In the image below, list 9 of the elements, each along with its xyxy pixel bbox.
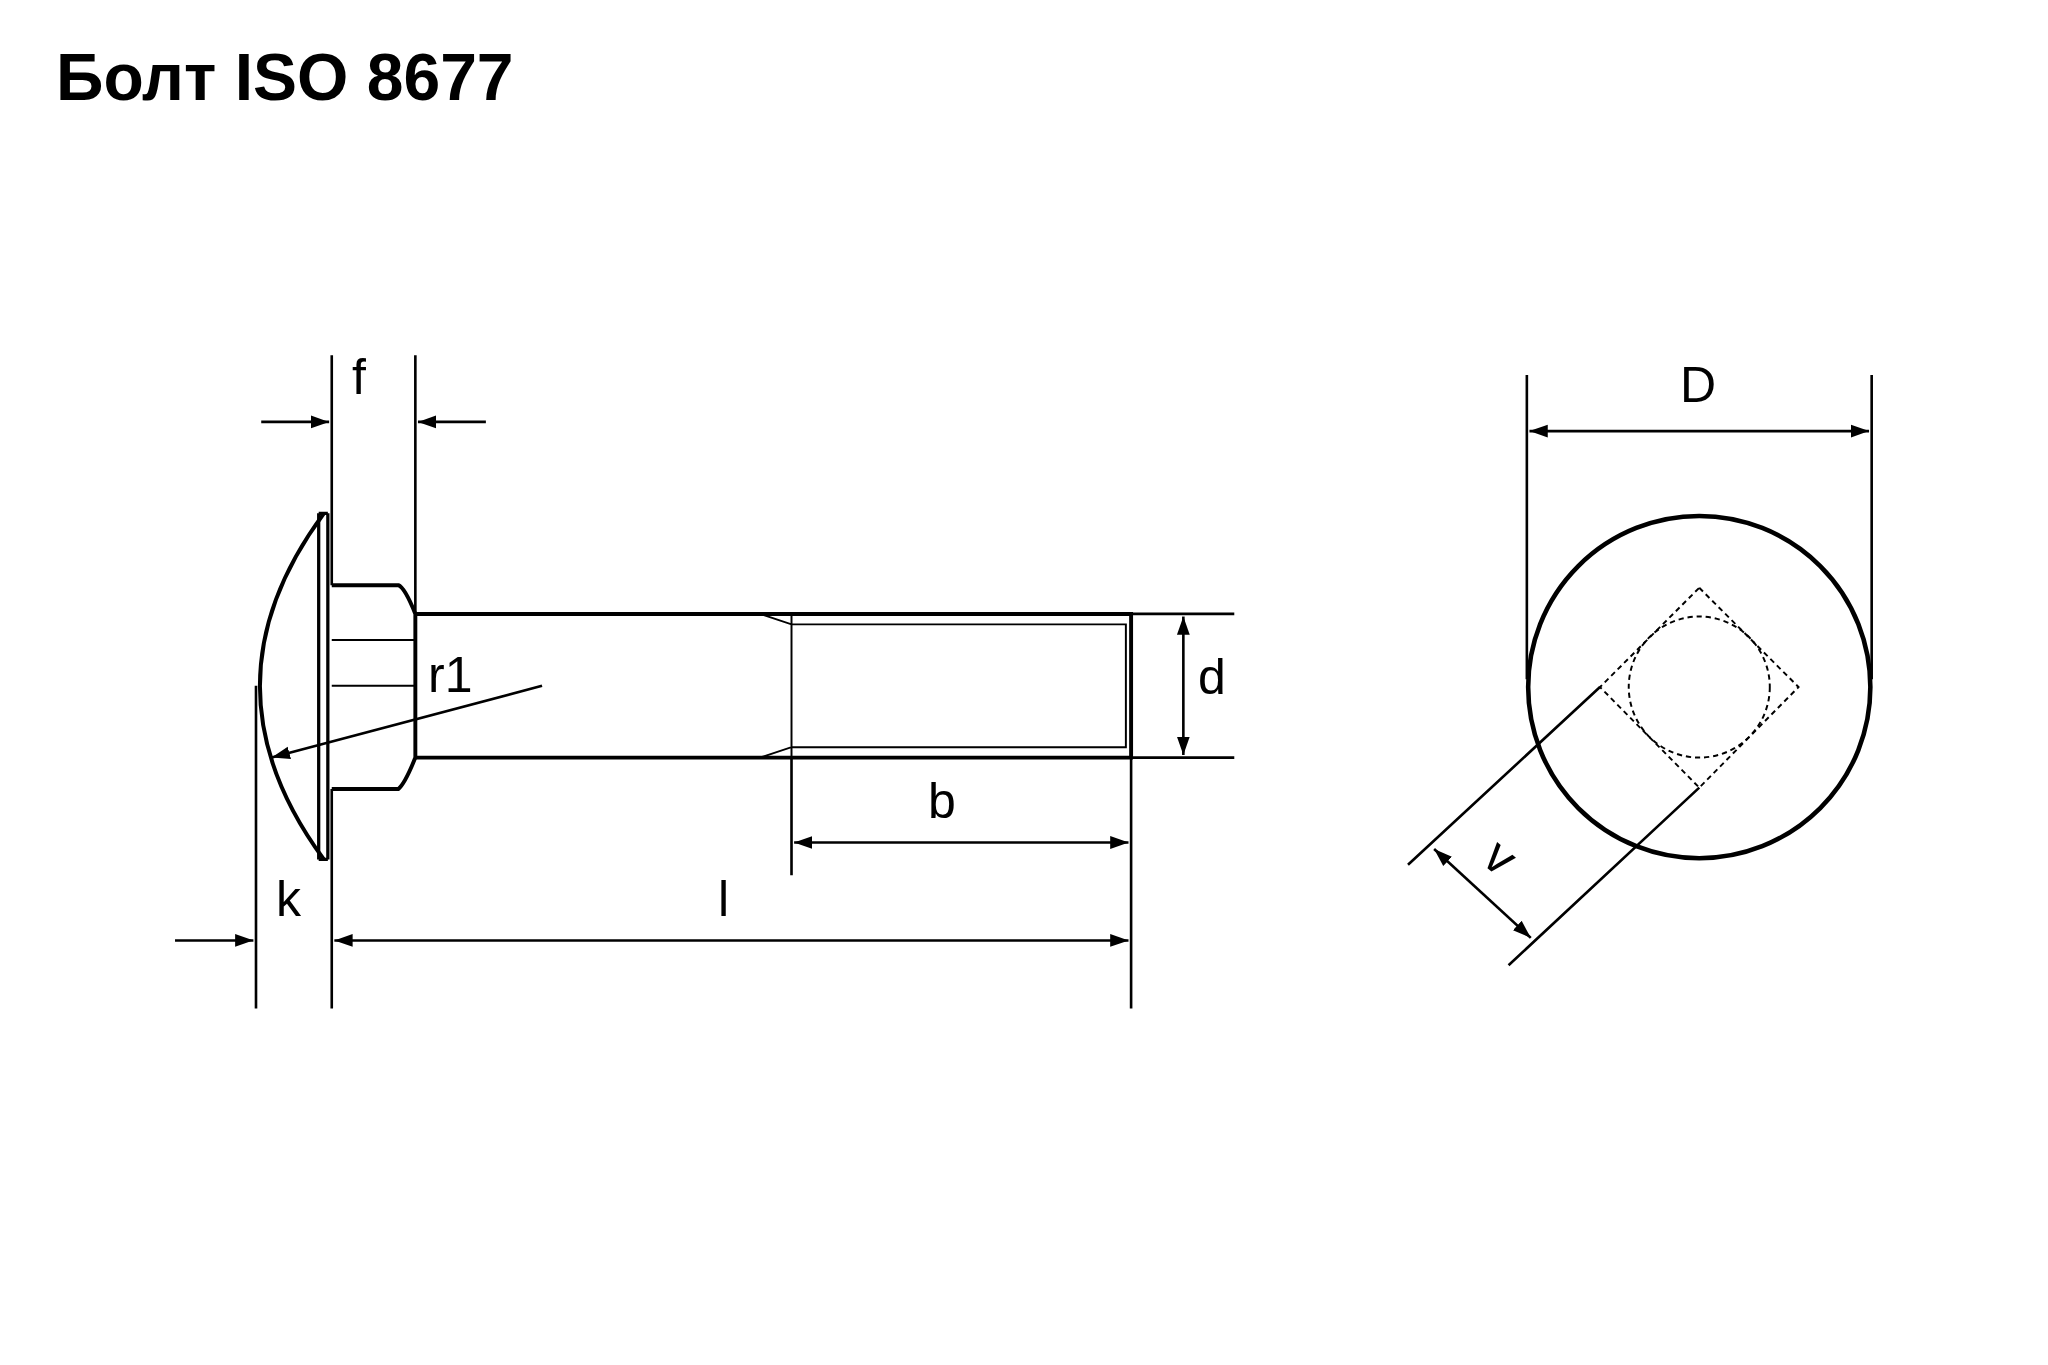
title: Болт ISO 8677: [56, 39, 514, 116]
dimension-label: l: [718, 874, 730, 924]
dimension-label: k: [276, 874, 301, 924]
dimension-label: r1: [428, 650, 473, 700]
dimension-label: D: [1680, 360, 1717, 410]
dimension-label: f: [352, 352, 366, 402]
dimension-label: d: [1198, 652, 1226, 702]
dimension-label: b: [928, 776, 956, 826]
dimension-label: v: [1474, 829, 1527, 885]
